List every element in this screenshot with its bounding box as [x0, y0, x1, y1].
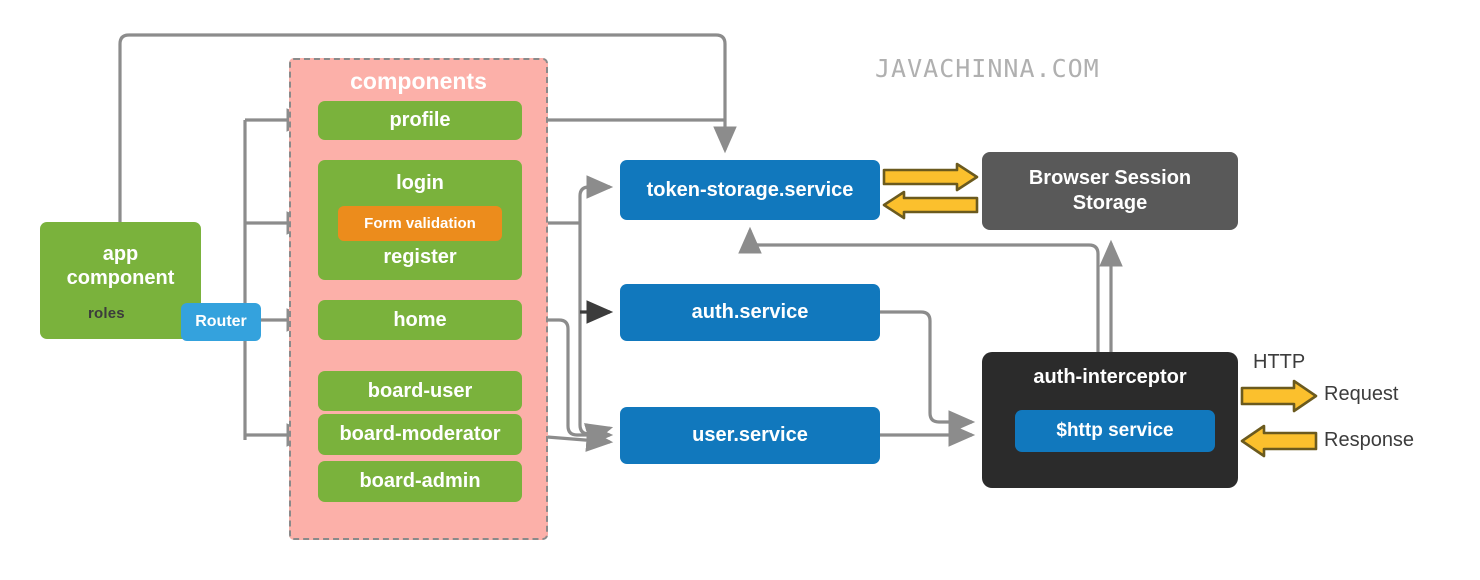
- yellow-arrow-http-response: [1240, 424, 1318, 458]
- watermark-text: JAVACHINNA.COM: [875, 54, 1100, 83]
- component-board-user[interactable]: board-user: [318, 371, 522, 411]
- component-board-admin[interactable]: board-admin: [318, 461, 522, 502]
- components-group-title: components: [350, 68, 487, 94]
- yellow-arrow-store: [882, 162, 979, 192]
- component-register-label: register: [383, 246, 457, 268]
- component-profile[interactable]: profile: [318, 101, 522, 140]
- app-component-node[interactable]: app component roles: [40, 222, 201, 339]
- http-service-label: $http service: [1056, 420, 1174, 441]
- browser-session-storage-node[interactable]: Browser Session Storage: [982, 152, 1238, 230]
- service-auth-label: auth.service: [691, 301, 809, 323]
- service-token-storage-label: token-storage.service: [646, 178, 854, 201]
- wire-bus-to-user-service: [578, 423, 614, 446]
- service-user[interactable]: user.service: [620, 407, 880, 464]
- http-title-label: HTTP: [1253, 351, 1306, 373]
- component-login-label: login: [396, 172, 444, 194]
- component-profile-label: profile: [389, 109, 451, 131]
- yellow-arrow-retrieve: [882, 190, 979, 220]
- roles-label: roles: [88, 304, 125, 322]
- component-home-label: home: [393, 308, 447, 331]
- app-component-title-line1: app: [102, 243, 139, 265]
- service-user-label: user.service: [692, 424, 808, 446]
- yellow-arrow-http-request: [1240, 379, 1318, 413]
- service-auth[interactable]: auth.service: [620, 284, 880, 341]
- wire-bus-to-token-storage: [578, 175, 614, 199]
- auth-interceptor-title: auth-interceptor: [1033, 366, 1187, 388]
- component-home[interactable]: home: [318, 300, 522, 340]
- component-board-moderator-label: board-moderator: [339, 423, 501, 445]
- http-request-label: Request: [1324, 383, 1399, 405]
- component-board-user-label: board-user: [367, 379, 473, 402]
- component-board-admin-label: board-admin: [359, 470, 481, 492]
- wire-auth-service-to-interceptor: [880, 310, 976, 434]
- browser-session-storage-line2: Storage: [1072, 192, 1148, 214]
- app-component-title-line2: component: [66, 267, 175, 290]
- router-label: Router: [195, 313, 247, 330]
- component-board-moderator[interactable]: board-moderator: [318, 414, 522, 455]
- component-form-validation-label: Form validation: [364, 215, 476, 232]
- service-token-storage[interactable]: token-storage.service: [620, 160, 880, 220]
- http-service-node[interactable]: $http service: [1015, 410, 1215, 452]
- component-form-validation[interactable]: Form validation: [338, 206, 502, 241]
- http-response-label: Response: [1324, 429, 1415, 451]
- router-node[interactable]: Router: [181, 303, 261, 341]
- browser-session-storage-line1: Browser Session: [1028, 167, 1192, 189]
- app-roles-row: roles: [40, 305, 201, 323]
